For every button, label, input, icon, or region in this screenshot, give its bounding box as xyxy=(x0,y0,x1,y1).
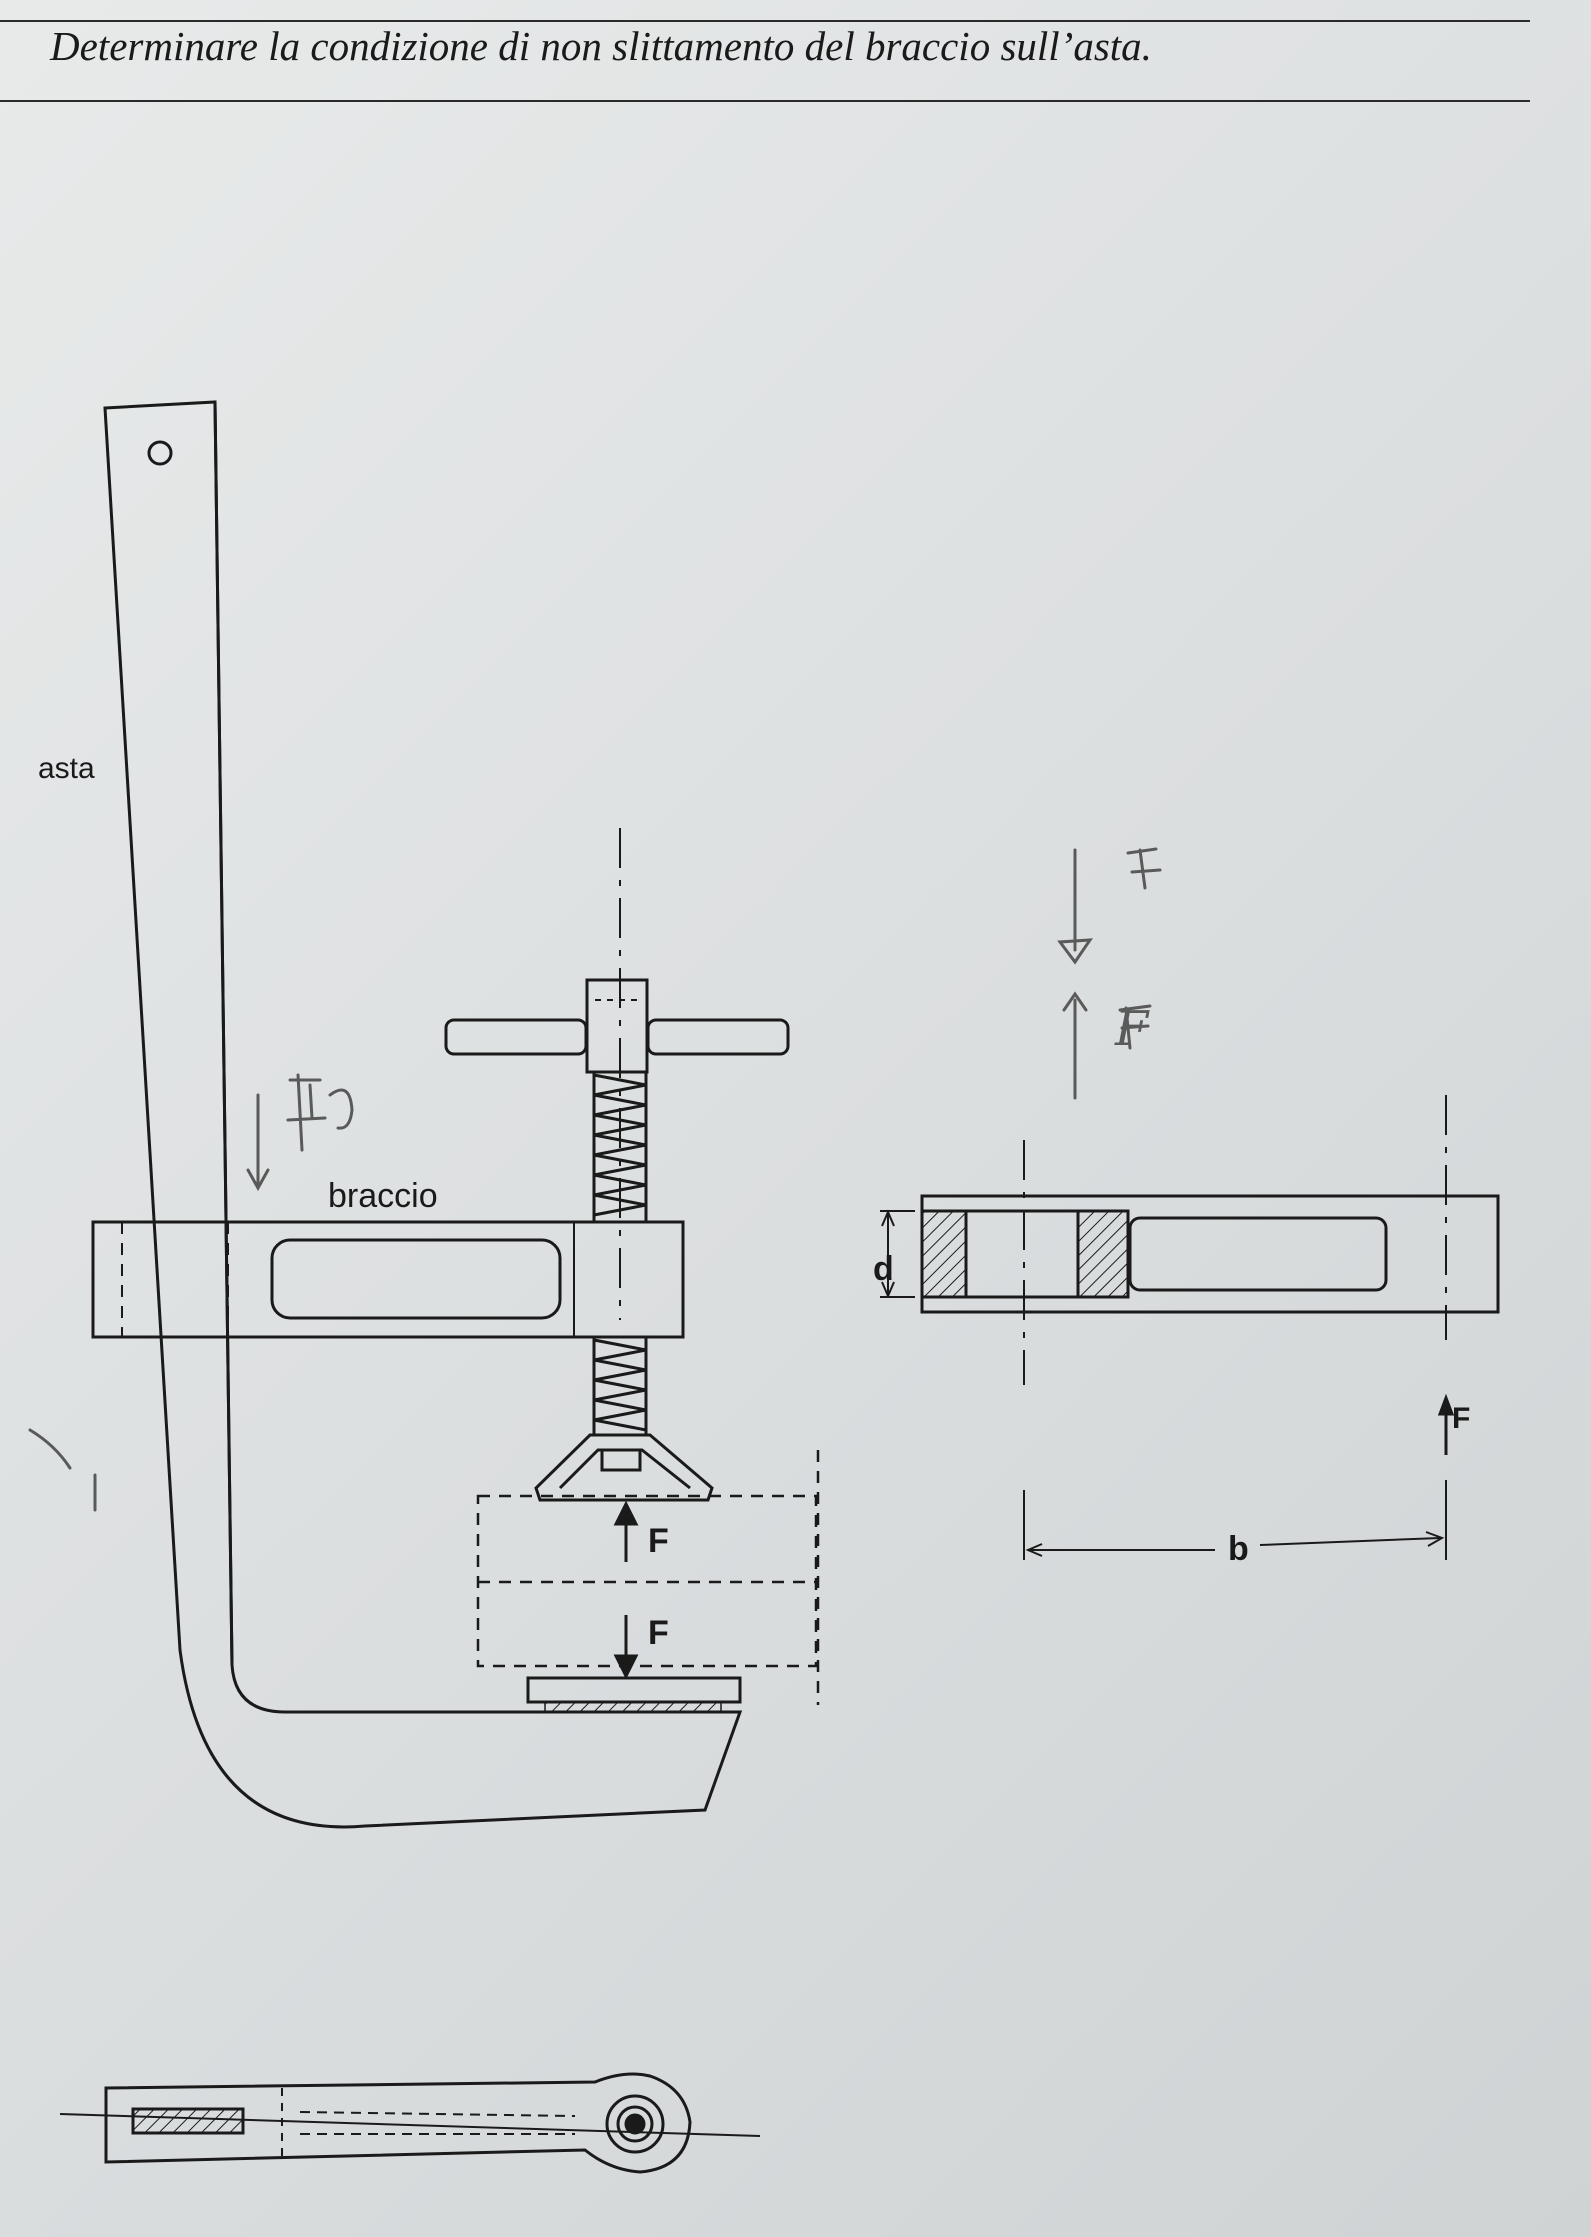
force-arrow-section xyxy=(1437,1393,1455,1455)
page-title: Determinare la condizione di non slittam… xyxy=(50,23,1152,69)
braccio-arm xyxy=(91,1220,685,1339)
label-force-up: F xyxy=(648,1522,669,1560)
dimension-d xyxy=(880,1209,915,1299)
label-force-down: F xyxy=(648,1614,669,1652)
asta-bar xyxy=(103,400,743,1829)
lower-jaw-pad xyxy=(526,1676,742,1713)
label-asta: asta xyxy=(38,752,95,785)
label-dimension-b: b xyxy=(1228,1530,1249,1568)
label-handwritten-force-up: F xyxy=(1114,1001,1150,1057)
header-rule-bottom xyxy=(0,100,1530,102)
plan-view xyxy=(59,2072,761,2174)
force-arrow-up xyxy=(613,1500,639,1562)
screw-assembly xyxy=(444,828,790,1502)
label-dimension-d: d xyxy=(873,1250,894,1288)
force-arrow-down xyxy=(613,1615,639,1680)
workpiece-dashed xyxy=(476,1450,820,1705)
arm-section-view xyxy=(920,1095,1500,1385)
header-rule-top xyxy=(0,20,1530,22)
dimension-b xyxy=(1023,1480,1447,1560)
pencil-annotations xyxy=(28,847,1162,1512)
asta-hole xyxy=(147,440,173,466)
label-force-section: F xyxy=(1452,1402,1470,1435)
label-braccio: braccio xyxy=(328,1177,438,1215)
